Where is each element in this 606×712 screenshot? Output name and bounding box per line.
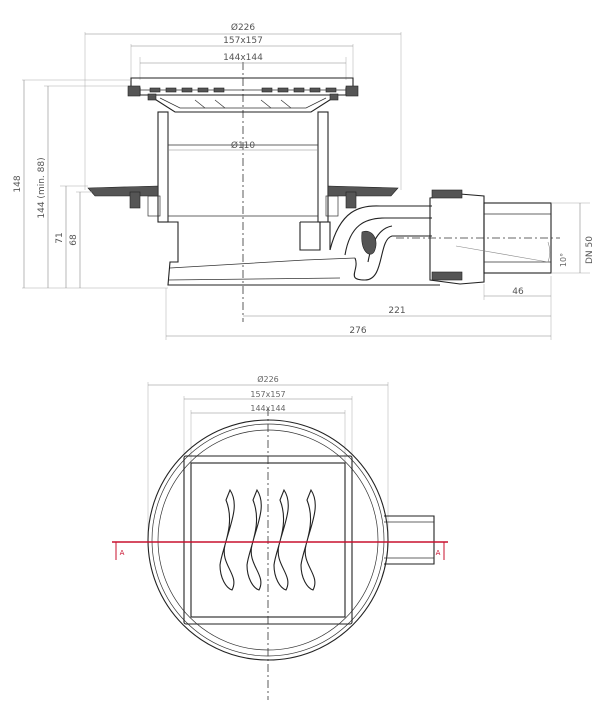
- dim-total-height-label: 148: [13, 175, 23, 192]
- section-mark-right: A: [436, 549, 441, 557]
- top-view: Ø226 157x157 144x144: [112, 374, 448, 700]
- section-mark-left: A: [120, 549, 125, 557]
- dim-flange-height-label: 71: [55, 232, 65, 243]
- dim-frame-inner: 144x144: [139, 53, 347, 80]
- dim-height-min-label: 144 (min. 88): [37, 157, 47, 218]
- drain-body: [162, 221, 440, 286]
- outlet-stub: [384, 515, 435, 565]
- dim-top-diameter-label: Ø226: [231, 22, 256, 33]
- strainer-cone: [147, 93, 339, 113]
- flange: [87, 185, 399, 217]
- siphon-bend: [329, 205, 432, 281]
- dim-lengths: 46 221 276: [165, 276, 552, 340]
- top-dim-diameter-label: Ø226: [257, 374, 279, 384]
- dim-top-diameter: Ø226: [84, 22, 402, 190]
- outlet-pipe: DN 50 10°: [396, 189, 595, 285]
- dim-flange-height-inner-label: 68: [69, 234, 79, 246]
- dim-frame-inner-label: 144x144: [223, 53, 263, 63]
- dim-frame-outer: 157x157: [130, 36, 354, 80]
- dim-outlet-label: DN 50: [585, 236, 595, 264]
- dim-slope-angle-label: 10°: [559, 253, 568, 267]
- top-dim-frame-outer: 157x157: [183, 390, 353, 460]
- section-line-a: A A: [112, 541, 448, 560]
- grate-slots: [149, 87, 337, 93]
- dim-pipe-diameter-label: Ø110: [231, 140, 256, 151]
- top-dim-diameter: Ø226: [147, 374, 389, 545]
- side-view: Ø226 157x157 144x144: [13, 22, 595, 340]
- dim-outlet-offset-label: 221: [388, 306, 405, 316]
- dim-heights: 148 144 (min. 88) 71 68: [13, 79, 168, 289]
- dim-outlet-length-label: 46: [512, 287, 524, 297]
- dim-frame-outer-label: 157x157: [223, 36, 263, 46]
- telescopic-pipe: Ø110: [157, 111, 329, 223]
- grate-wave-slots: [219, 488, 316, 591]
- dim-total-length-label: 276: [349, 326, 366, 336]
- top-dim-frame-outer-label: 157x157: [250, 390, 285, 399]
